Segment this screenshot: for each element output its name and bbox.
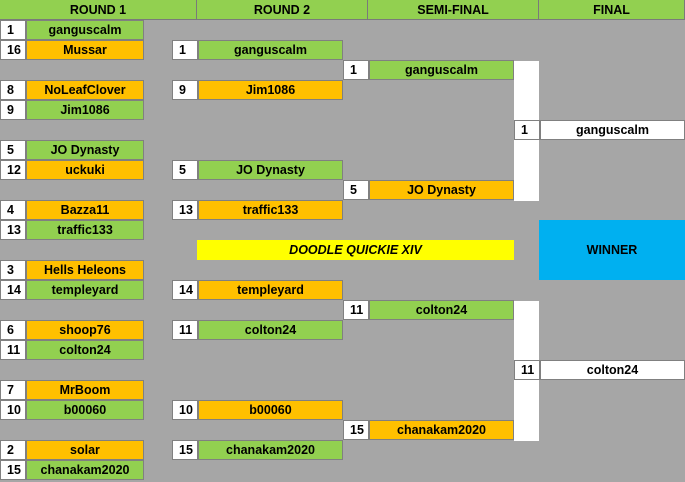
semifinal-player-1: ganguscalm: [369, 60, 514, 80]
round2-seed-7: 10: [172, 400, 198, 420]
round1-player-15: solar: [26, 440, 144, 460]
round1-player-5: JO Dynasty: [26, 140, 144, 160]
tournament-title-banner: DOODLE QUICKIE XIV: [197, 240, 514, 260]
round1-player-3: NoLeafClover: [26, 80, 144, 100]
round1-seed-15: 2: [0, 440, 26, 460]
header-round-1: ROUND 1: [0, 0, 197, 20]
final-player-1: ganguscalm: [540, 120, 685, 140]
winner-box: WINNER: [539, 220, 685, 280]
header-final: FINAL: [539, 0, 685, 20]
round1-seed-16: 15: [0, 460, 26, 480]
round2-player-1: ganguscalm: [198, 40, 343, 60]
round1-seed-10: 14: [0, 280, 26, 300]
semifinal-seed-4: 15: [343, 420, 369, 440]
round1-seed-6: 12: [0, 160, 26, 180]
round1-player-1: ganguscalm: [26, 20, 144, 40]
round1-seed-4: 9: [0, 100, 26, 120]
round2-player-5: templeyard: [198, 280, 343, 300]
semifinal-player-2: JO Dynasty: [369, 180, 514, 200]
round1-seed-2: 16: [0, 40, 26, 60]
round1-seed-12: 11: [0, 340, 26, 360]
round2-seed-8: 15: [172, 440, 198, 460]
final-seed-2: 11: [514, 360, 540, 380]
final-seed-1: 1: [514, 120, 540, 140]
round1-player-16: chanakam2020: [26, 460, 144, 480]
round1-player-2: Mussar: [26, 40, 144, 60]
round1-seed-1: 1: [0, 20, 26, 40]
semifinal-seed-1: 1: [343, 60, 369, 80]
round2-seed-6: 11: [172, 320, 198, 340]
round1-seed-14: 10: [0, 400, 26, 420]
round2-seed-1: 1: [172, 40, 198, 60]
round1-player-4: Jim1086: [26, 100, 144, 120]
round2-seed-4: 13: [172, 200, 198, 220]
semifinal-player-3: colton24: [369, 300, 514, 320]
round1-player-8: traffic133: [26, 220, 144, 240]
round1-player-11: shoop76: [26, 320, 144, 340]
round1-seed-3: 8: [0, 80, 26, 100]
round1-player-14: b00060: [26, 400, 144, 420]
round2-player-6: colton24: [198, 320, 343, 340]
round2-seed-3: 5: [172, 160, 198, 180]
round1-player-13: MrBoom: [26, 380, 144, 400]
round2-seed-5: 14: [172, 280, 198, 300]
round1-player-12: colton24: [26, 340, 144, 360]
round1-seed-5: 5: [0, 140, 26, 160]
round1-seed-7: 4: [0, 200, 26, 220]
round1-seed-9: 3: [0, 260, 26, 280]
round2-seed-2: 9: [172, 80, 198, 100]
round1-seed-8: 13: [0, 220, 26, 240]
round1-player-6: uckuki: [26, 160, 144, 180]
round1-player-9: Hells Heleons: [26, 260, 144, 280]
semifinal-player-4: chanakam2020: [369, 420, 514, 440]
round1-player-10: templeyard: [26, 280, 144, 300]
semifinal-seed-2: 5: [343, 180, 369, 200]
header-semi-final: SEMI-FINAL: [368, 0, 539, 20]
semifinal-seed-3: 11: [343, 300, 369, 320]
header-round-2: ROUND 2: [197, 0, 368, 20]
round2-player-3: JO Dynasty: [198, 160, 343, 180]
round1-player-7: Bazza11: [26, 200, 144, 220]
round2-player-7: b00060: [198, 400, 343, 420]
round1-seed-11: 6: [0, 320, 26, 340]
round2-player-8: chanakam2020: [198, 440, 343, 460]
round1-seed-13: 7: [0, 380, 26, 400]
round2-player-4: traffic133: [198, 200, 343, 220]
final-player-2: colton24: [540, 360, 685, 380]
round2-player-2: Jim1086: [198, 80, 343, 100]
